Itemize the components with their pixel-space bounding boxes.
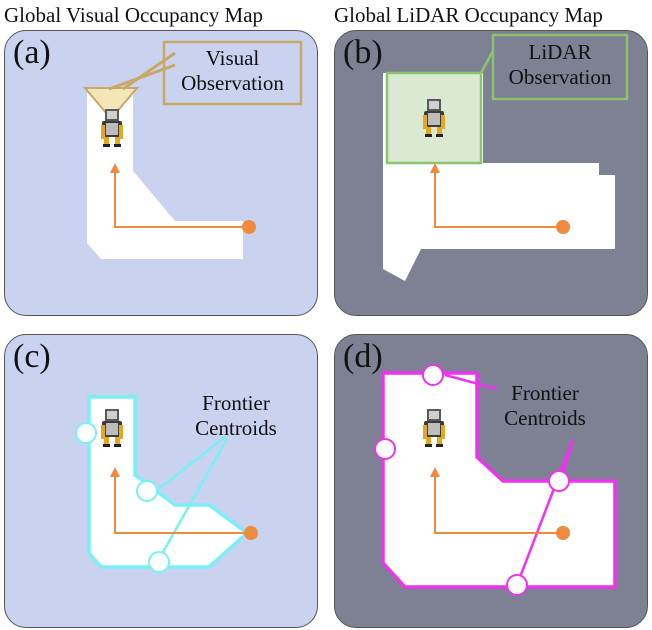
callout-line (444, 373, 498, 391)
callout-text: Centroids (195, 416, 277, 440)
frontier-centroid-icon (422, 364, 444, 386)
panel-d-map (374, 364, 617, 596)
free-space-region (87, 93, 243, 259)
visual-observation-callout: Visual Observation (164, 46, 301, 96)
panel-label: (d) (343, 338, 383, 375)
callout-line (515, 438, 575, 586)
frontier-centroid-icon (374, 438, 396, 460)
callout-text: Centroids (504, 406, 586, 430)
start-point-icon (242, 220, 256, 234)
frontier-centroids-callout: Frontier Centroids (485, 381, 605, 431)
robot-icon (101, 409, 123, 447)
panel-label: (c) (13, 338, 51, 375)
callout-text: Frontier (202, 391, 270, 415)
path-arrow-icon (430, 163, 440, 173)
panel-c: (c) Frontier Centroids (4, 334, 318, 628)
panel-b: (b) LiDAR Observation (334, 30, 648, 316)
frontier-centroid-icon (75, 422, 97, 444)
callout-box (491, 33, 629, 101)
lidar-map-title: Global LiDAR Occupancy Map (334, 3, 603, 27)
frontier-centroids-callout: Frontier Centroids (181, 391, 291, 441)
path-line (114, 475, 249, 534)
callout-line (157, 438, 229, 560)
panel-label: (b) (343, 34, 383, 71)
path-line (114, 171, 247, 228)
callout-text: Frontier (511, 381, 579, 405)
frontier-centroid-icon (506, 574, 528, 596)
callout-text: Observation (181, 71, 284, 95)
panel-a-map (82, 40, 303, 259)
callout-line (479, 50, 495, 74)
panel-c-map (75, 395, 258, 573)
frontier-centroid-icon (548, 470, 570, 492)
start-point-icon (244, 526, 258, 540)
frontier-centroid-icon (136, 480, 158, 502)
lidar-observation-callout: LiDAR Observation (493, 40, 627, 90)
frontier-centroid-icon (148, 551, 170, 573)
robot-icon (423, 99, 445, 137)
path-arrow-icon (110, 467, 120, 477)
panel-label: (a) (13, 34, 51, 71)
path-arrow-icon (110, 163, 120, 173)
start-point-icon (556, 526, 570, 540)
callout-text: Visual (205, 46, 260, 70)
panel-d: (d) Frontier Centroids (334, 334, 648, 628)
free-space-region (87, 395, 250, 569)
path-arrow-icon (430, 467, 440, 477)
free-space-region (383, 163, 615, 281)
callout-line (155, 436, 226, 492)
path-line (434, 475, 561, 534)
panel-b-map (383, 33, 629, 281)
robot-icon (101, 109, 123, 147)
callout-text: Observation (508, 65, 612, 89)
robot-icon (423, 409, 445, 447)
start-point-icon (556, 220, 570, 234)
visual-map-title: Global Visual Occupancy Map (4, 3, 264, 27)
callout-line (122, 51, 176, 91)
visual-observation-box (162, 40, 303, 106)
callout-text: LiDAR (528, 40, 592, 64)
panel-a: (a) Visual Observation (4, 30, 318, 316)
path-line (434, 171, 561, 228)
